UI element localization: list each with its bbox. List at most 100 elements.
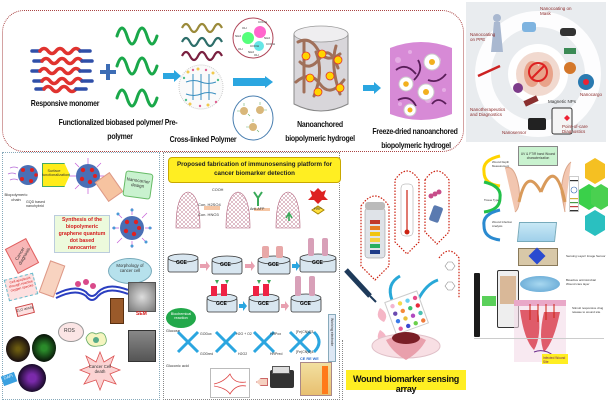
morphology-label: Morphology of cancer cell [116,263,144,273]
electrode-orange [322,366,328,394]
biopolymeric-chain-label: Biopolymeric chain [4,192,28,202]
nanoanchored-label-2: biopolymeric hydrogel [285,133,355,143]
gqd-hybrid-graphic [7,165,38,185]
svg-text:NH2: NH2 [248,50,254,54]
step-3: Wound Infection Analysis [492,220,513,228]
freeze-dried-label-2: biopolymeric hydrogel [381,140,451,150]
layer1-label: Sensing Layer/ Image Sensor [566,254,606,258]
infected-tag [542,354,568,364]
sem-image-1 [128,282,156,312]
potentiostat [270,370,294,388]
working-electrode-bar [328,314,336,362]
cnt-graphic [175,188,328,229]
svg-text:OH: OH [238,47,243,51]
gce-label-3: GCE [268,262,279,268]
small-arrow-left [256,378,268,386]
fe2-label: [Fe(CN)6]4- [296,350,315,354]
sem-image-2 [128,330,156,362]
wound-sensor-icons [360,170,460,298]
freeze-dried-hydrogel-graphic [390,42,452,120]
svg-text:COOH: COOH [258,20,267,24]
label-poc: Point-of-care Diagnostics [562,124,588,134]
h2o2-label: H2O2 [238,352,248,356]
working-electrode-label: Working electrode [330,318,334,347]
fe1-label: [Fe(CN)6]3- [296,330,315,334]
hands-arc-graphic [504,161,572,213]
biobased-polymer-graphic [115,26,159,108]
step-2: Tissue Type [484,198,499,202]
char-header: UV & FTIR band Wound characterization [520,152,556,160]
skin-tissue-graphic [514,300,566,362]
sem-label: SEM [136,311,147,317]
god-red-label: GODred [200,352,214,356]
wound-array-graphic [344,268,441,360]
electrodes-label: CE RE WE [300,357,319,361]
acid2-label: Con. HNO3 [198,212,219,217]
potentiostat-screen [272,366,290,374]
divider-wound [342,340,343,400]
anti-afp-label: Anti-AFP [250,207,265,211]
color-bands-graphic [570,180,578,212]
label-nanocargo: Nanocargo [580,92,603,97]
functionalized-gqd-graphic [70,158,106,194]
surface-functionalization-label: Surface functionalization [42,169,70,177]
synthesis-title: Synthesis of the biopolymeric graphene q… [58,217,106,251]
gce-label-6: GCE [258,301,269,307]
svg-text:OH: OH [242,26,247,30]
ros-ellipse [58,322,84,342]
cancer-death-starburst [78,350,122,392]
immunosensor-panel [163,152,340,400]
svg-text:COOH: COOH [250,44,259,48]
wound-caption: Wound biomarker sensing array [353,374,459,394]
nanoparticle-circle-graphic [232,95,274,141]
wound-steps-graphic [482,154,502,242]
smartphone-result [569,176,579,212]
polymer-chains-graphic [181,22,223,62]
cancer-death-label: Cancer Cell death [88,364,112,374]
bioactive-layer [520,276,560,292]
drug-loaded-gqd-graphic [112,208,152,248]
hex-grid-graphic [579,158,608,236]
green-arrow [482,296,496,306]
gce-label-5: GCE [216,301,227,307]
label-nanotherapeutics: Nanotherapeutics and Diagnostics [470,107,506,117]
functionalized-polymer-label-2: polymer [107,131,133,141]
gluconic-label: Gluconic acid [166,364,189,368]
label-nanosensor: Nanosensor [502,130,527,135]
immuno-title-box [168,157,341,183]
cross-linked-polymer-label: Cross-linked Polymer [169,134,237,144]
gqd-hybrid-label: GQD based nanohybrid [26,200,45,208]
arrow-right-icon-2 [363,82,381,94]
divider-char [474,338,604,339]
smartphone-screen [500,276,516,304]
gce-label-7: GCE [300,301,311,307]
gce-row-2 [206,276,322,313]
hrp-ox-label: HRPox [270,332,282,336]
nanotech-ring-graphic [475,11,601,137]
arrow-right-icon [163,70,181,82]
cv-curve [213,373,247,395]
infected-label: Infected Wound Site [543,356,566,364]
cell-membrane-graphic [55,279,129,301]
responsive-monomer-label: Responsive monomer [30,98,100,108]
cancer-cell-section [110,298,124,324]
layer2-label: Bioactive antimicrobial Wound care layer [566,278,596,286]
h2o-o2-label: H2O + O2 [236,332,252,336]
surface-functionalization-tag [42,163,70,187]
ros-label: ROS [64,328,75,334]
immuno-title: Proposed fabrication of immunosensing pl… [176,161,333,177]
hydrogel-synthesis-panel [2,10,464,152]
acid1-label: Con. H2SO4 [198,202,221,207]
gce-label-1: GCE [176,260,187,266]
svg-text:NH2: NH2 [235,34,241,38]
glucose-label: Glucose [166,329,180,333]
arrow-right-large-icon [233,76,273,88]
nanoanchored-label-1: Nanoanchored [297,119,343,129]
cell-graphic [85,332,107,347]
hrp-red-label: HRPred [270,352,283,356]
plus-icon [100,64,116,80]
fluorescence-image-3 [18,364,46,392]
char-header-box [518,146,558,166]
biochemical-bubble [166,308,196,328]
cooh-label: COOH [212,188,224,192]
